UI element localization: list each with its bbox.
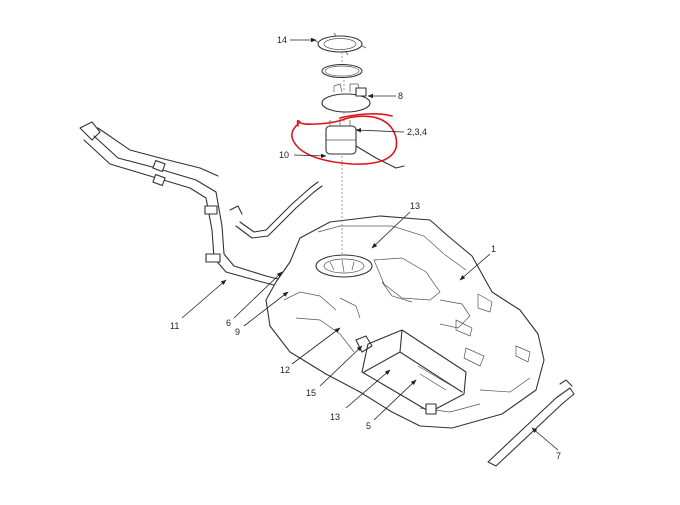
- vent-hose: [235, 181, 323, 239]
- callout-13-lower: 13: [330, 412, 340, 422]
- callout-leaders: [181, 37, 559, 451]
- callout-12: 12: [280, 365, 290, 375]
- callout-14: 14: [277, 35, 287, 45]
- pump-opening: [315, 254, 373, 278]
- pump-module: [325, 118, 405, 169]
- callout-5: 5: [366, 421, 371, 431]
- red-annotation-circle: [291, 113, 398, 165]
- callout-labels: 14 8 2,3,4 10 13 1 11 6 9 12 15 13 5 7: [170, 35, 561, 461]
- callout-13-upper: 13: [410, 201, 420, 211]
- callout-7: 7: [556, 451, 561, 461]
- pump-plate: [321, 83, 371, 113]
- filler-neck-assembly: [79, 121, 283, 287]
- pump-lock-ring: [313, 32, 367, 56]
- callout-15: 15: [306, 388, 316, 398]
- callout-10: 10: [279, 150, 289, 160]
- callout-1: 1: [491, 244, 496, 254]
- callout-9: 9: [235, 327, 240, 337]
- callout-8: 8: [398, 91, 403, 101]
- callout-11: 11: [170, 321, 179, 331]
- callout-2-3-4: 2,3,4: [407, 127, 427, 137]
- tank-strap: [487, 379, 575, 467]
- callout-6: 6: [226, 318, 231, 328]
- pump-gasket: [321, 63, 363, 79]
- canister-assembly: [355, 329, 467, 415]
- pump-axis-line: [341, 52, 345, 256]
